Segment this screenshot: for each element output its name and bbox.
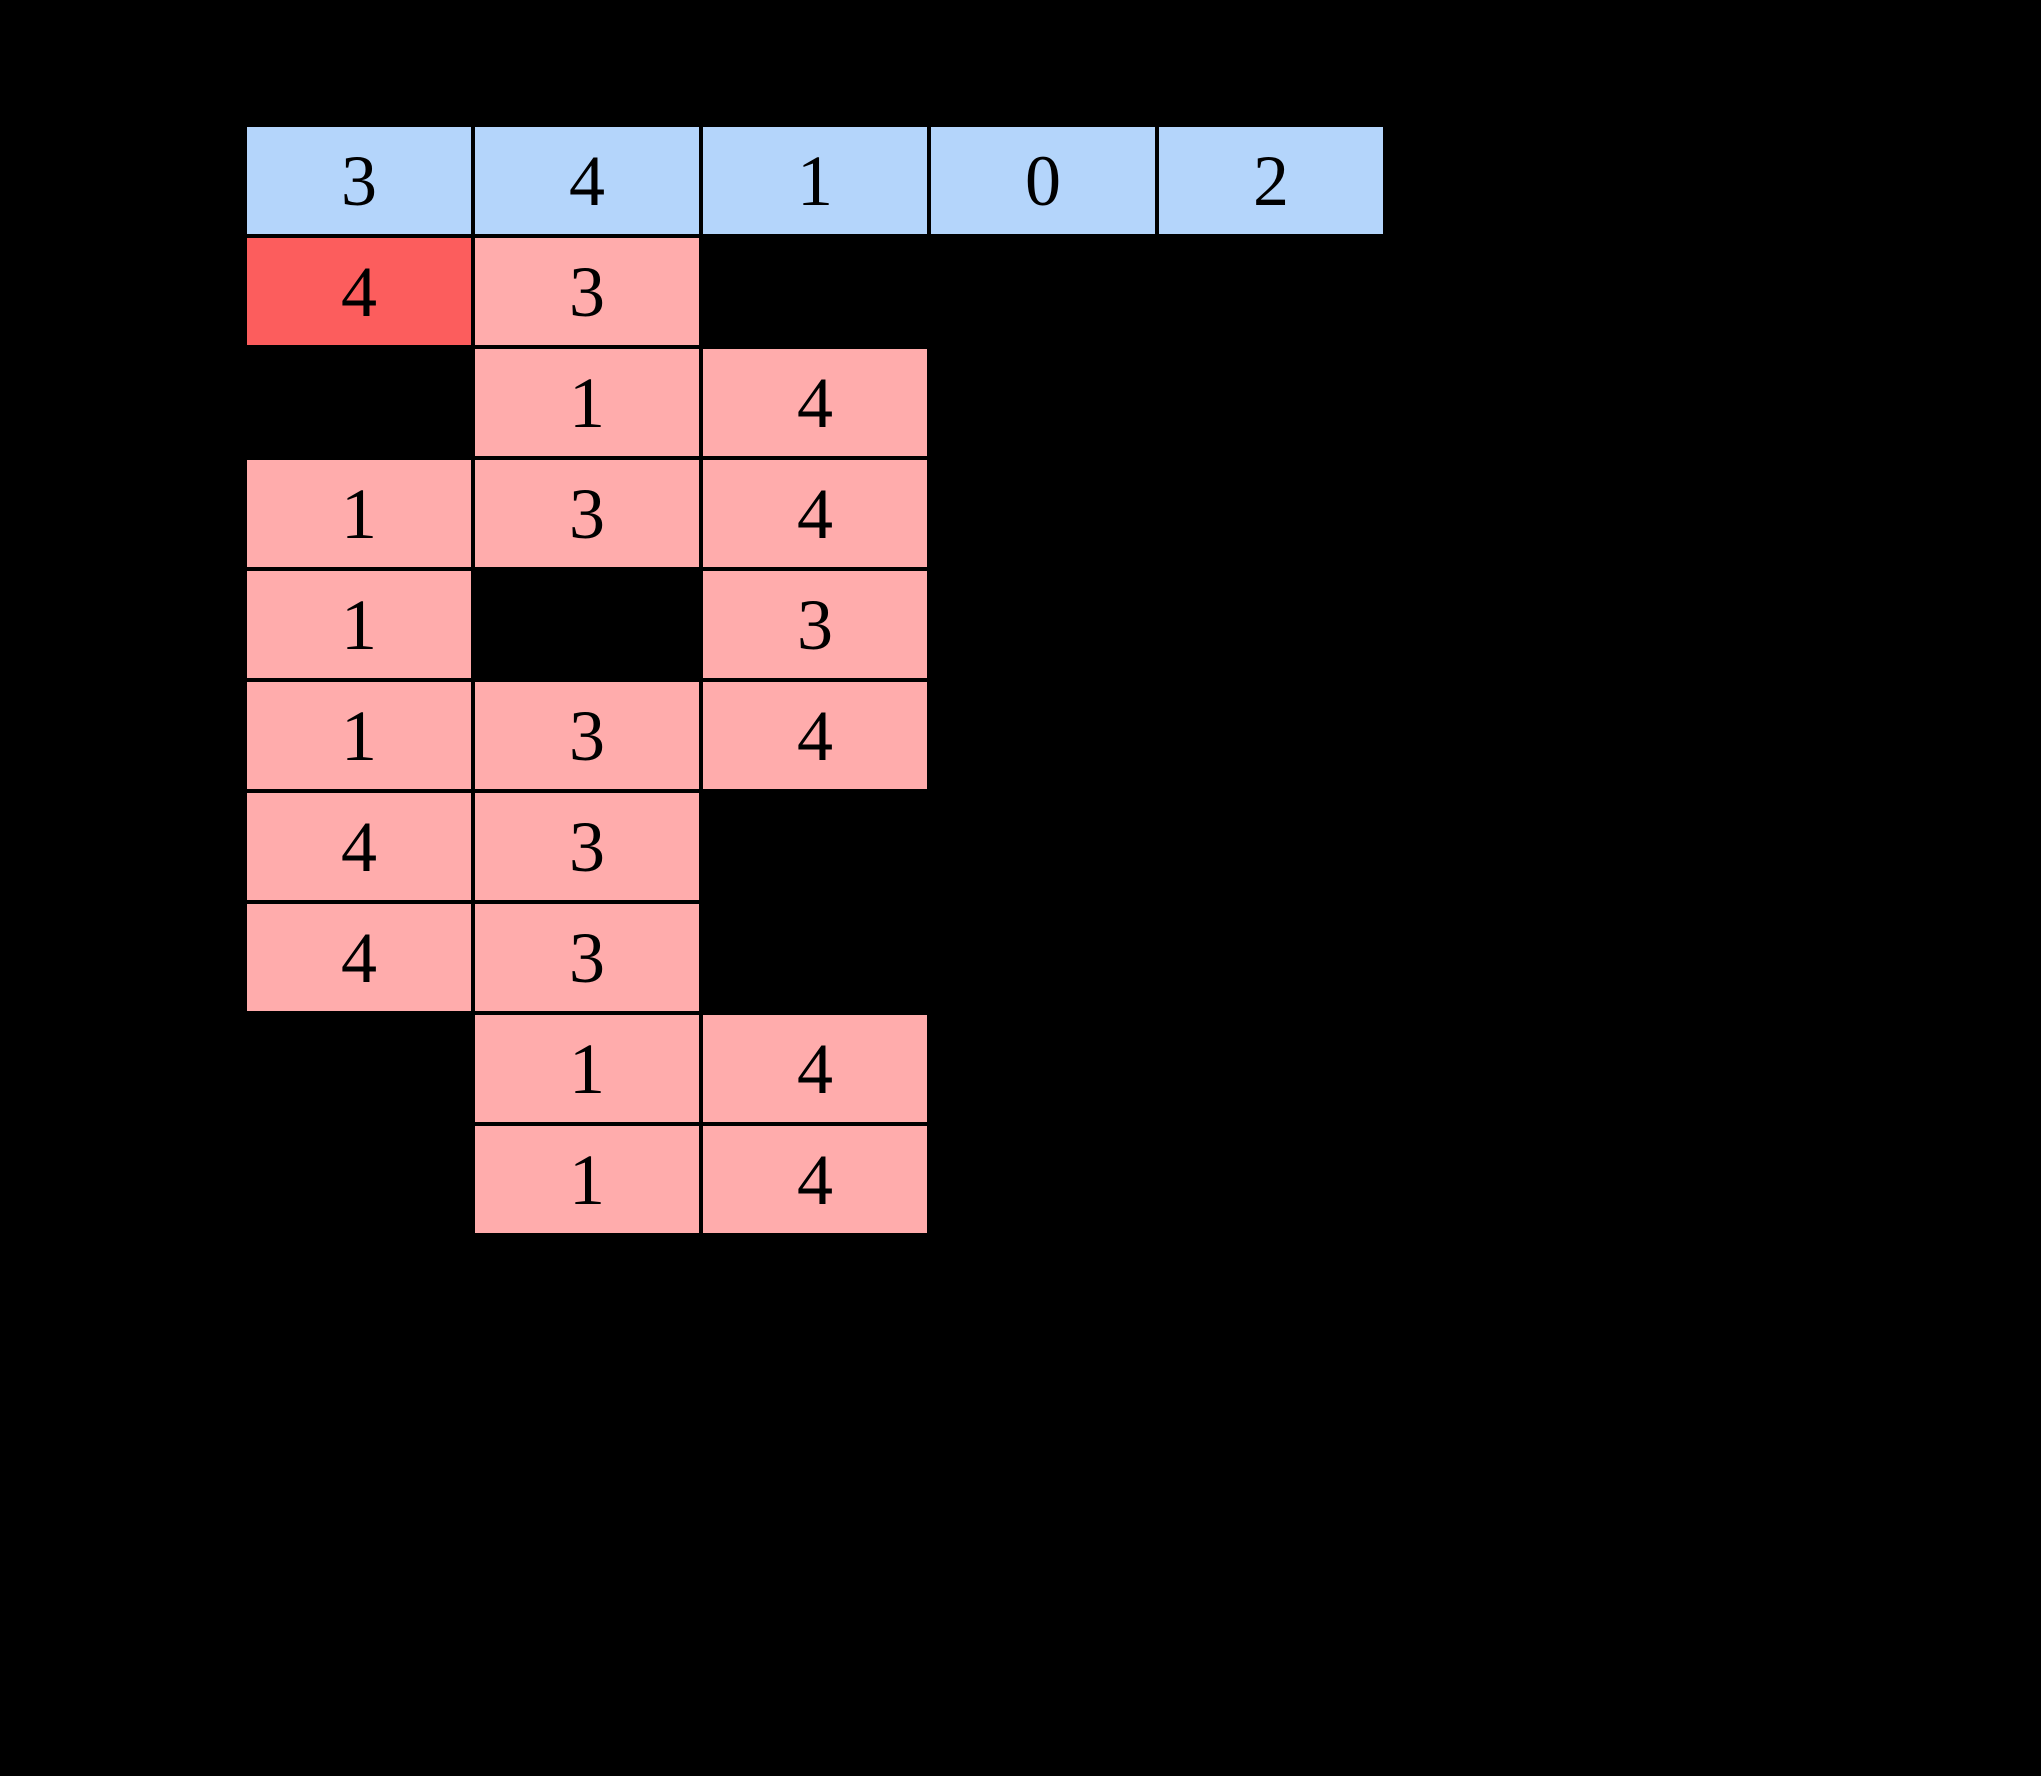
grid-cell-r5-c1[interactable]: 3 — [473, 680, 701, 791]
grid-cell-r6-c0[interactable]: 4 — [245, 791, 473, 902]
header-cell-r0-c2[interactable]: 1 — [701, 125, 929, 236]
grid-cell-r9-c1[interactable]: 1 — [473, 1124, 701, 1235]
grid-cell-r5-c0[interactable]: 1 — [245, 680, 473, 791]
grid-cell-r7-c1[interactable]: 3 — [473, 902, 701, 1013]
header-cell-r0-c1[interactable]: 4 — [473, 125, 701, 236]
grid-cell-r7-c0[interactable]: 4 — [245, 902, 473, 1013]
grid-cell-r4-c0[interactable]: 1 — [245, 569, 473, 680]
grid-cell-r8-c1[interactable]: 1 — [473, 1013, 701, 1124]
grid-cell-r9-c2[interactable]: 4 — [701, 1124, 929, 1235]
grid-cell-r5-c2[interactable]: 4 — [701, 680, 929, 791]
grid-cell-r3-c1[interactable]: 3 — [473, 458, 701, 569]
grid-cell-r2-c2[interactable]: 4 — [701, 347, 929, 458]
grid-cell-r1-c1[interactable]: 3 — [473, 236, 701, 347]
header-cell-r0-c0[interactable]: 3 — [245, 125, 473, 236]
grid-cell-r4-c2[interactable]: 3 — [701, 569, 929, 680]
grid-cell-r6-c1[interactable]: 3 — [473, 791, 701, 902]
grid-cell-r8-c2[interactable]: 4 — [701, 1013, 929, 1124]
grid-cell-r3-c2[interactable]: 4 — [701, 458, 929, 569]
grid-cell-r2-c1[interactable]: 1 — [473, 347, 701, 458]
grid-cell-r1-c0[interactable]: 4 — [245, 236, 473, 347]
header-cell-r0-c3[interactable]: 0 — [929, 125, 1157, 236]
grid-cell-r3-c0[interactable]: 1 — [245, 458, 473, 569]
header-cell-r0-c4[interactable]: 2 — [1157, 125, 1385, 236]
